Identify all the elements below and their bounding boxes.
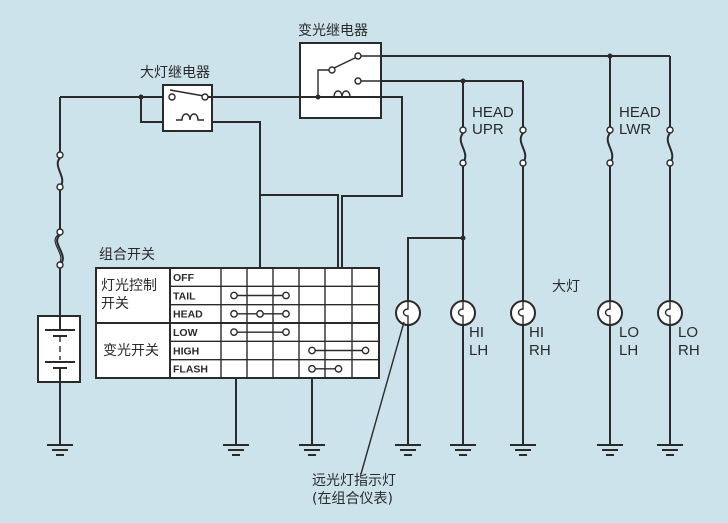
headlamp-label: 大灯 — [552, 279, 580, 295]
lamp-label-hi-lh-2: LH — [469, 342, 488, 359]
fuse-head-upr-lh — [459, 126, 467, 445]
ground-icon — [223, 444, 249, 456]
switch-row-low: LOW — [173, 327, 198, 339]
main-fusible-link-icon — [54, 228, 64, 269]
battery-icon — [37, 315, 81, 383]
indicator-label-2: (在组合仪表) — [312, 491, 393, 507]
switch-row-flash: FLASH — [173, 364, 208, 376]
indicator-leader-line — [360, 321, 405, 475]
lamp-lo-rh-icon — [657, 300, 683, 326]
lamp-label-lo-lh-2: LH — [619, 342, 638, 359]
switch-connection-low — [230, 328, 290, 337]
combination-switch-table: OFF TAIL HEAD LOW HIGH FLASH — [95, 267, 380, 379]
ground-icon — [597, 444, 623, 456]
combination-switch-label: 组合开关 — [99, 247, 155, 263]
main-feed-wire — [59, 96, 165, 445]
lamp-label-hi-rh-1: HI — [529, 324, 544, 341]
fusible-link-icon — [56, 151, 64, 191]
switch-connection-flash — [308, 364, 343, 373]
ground-icon — [510, 444, 536, 456]
lamp-label-hi-rh-2: RH — [529, 342, 551, 359]
lamp-hi-lh-icon — [450, 300, 476, 326]
lamp-lo-lh-icon — [597, 300, 623, 326]
dimmer-relay-output-wires — [259, 53, 671, 268]
switch-connection-head — [230, 309, 290, 318]
light-control-switch-label-2: 开关 — [101, 296, 129, 312]
lamp-label-lo-rh-2: RH — [678, 342, 700, 359]
lamp-hi-rh-icon — [510, 300, 536, 326]
fuse-head-upr-rh — [519, 126, 527, 445]
fuse-lwr-label-2: LWR — [619, 121, 651, 138]
fuse-upr-label-2: UPR — [472, 121, 504, 138]
switch-connection-high — [308, 346, 370, 355]
lamp-label-lo-rh-1: LO — [678, 324, 698, 341]
fuse-lwr-label-1: HEAD — [619, 104, 661, 121]
dimmer-switch-label: 变光开关 — [103, 343, 159, 359]
fuse-upr-label-1: HEAD — [472, 104, 514, 121]
headlight-relay — [138, 84, 261, 195]
fuse-head-lwr-rh — [666, 126, 674, 445]
switch-row-high: HIGH — [173, 345, 199, 357]
lamp-label-lo-lh-1: LO — [619, 324, 639, 341]
lamp-label-hi-lh-1: HI — [469, 324, 484, 341]
fuse-head-lwr-lh — [606, 126, 614, 445]
switch-connection-tail — [230, 291, 290, 300]
light-control-switch-label-1: 灯光控制 — [101, 278, 157, 294]
switch-row-off: OFF — [173, 272, 195, 284]
headlight-relay-label: 大灯继电器 — [140, 65, 210, 81]
high-beam-indicator-lamp-icon — [395, 300, 421, 326]
indicator-feed-wire — [407, 237, 463, 445]
dimmer-relay-label: 变光继电器 — [298, 23, 368, 39]
ground-icon — [657, 444, 683, 456]
indicator-label-1: 远光灯指示灯 — [312, 473, 396, 489]
ground-icon — [299, 444, 325, 456]
switch-row-head: HEAD — [173, 309, 203, 321]
ground-icon — [395, 444, 421, 456]
switch-row-tail: TAIL — [173, 290, 196, 302]
dimmer-relay — [299, 42, 382, 119]
ground-icon — [47, 444, 73, 456]
ground-icon — [450, 444, 476, 456]
